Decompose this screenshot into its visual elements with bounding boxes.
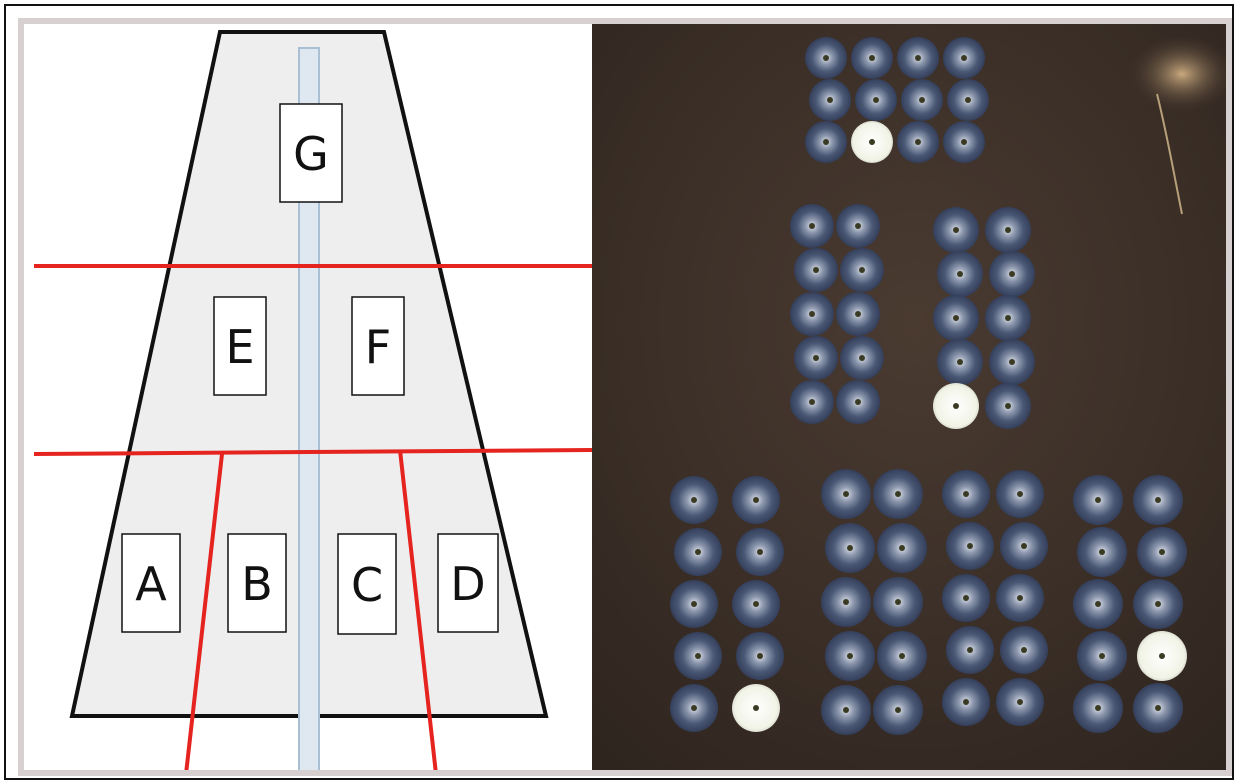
apple-core — [757, 549, 763, 555]
apple-core — [1005, 315, 1011, 321]
apple-core — [1159, 653, 1165, 659]
apple-core — [691, 601, 697, 607]
apple-core — [953, 315, 959, 321]
apple-core — [967, 543, 973, 549]
apple-core — [823, 55, 829, 61]
zone-e-label-box: E — [214, 297, 266, 395]
apple-core — [961, 139, 967, 145]
figure-inner-border: G E F A B C D — [18, 18, 1232, 776]
zone-d-label: D — [450, 557, 485, 611]
apple-core — [895, 599, 901, 605]
apple-core — [691, 497, 697, 503]
zone-d-label-box: D — [438, 534, 498, 632]
apple-core — [1017, 491, 1023, 497]
zone-e-label: E — [225, 320, 254, 374]
apple-core — [753, 601, 759, 607]
apple-core — [855, 399, 861, 405]
apple-core — [843, 707, 849, 713]
apple-core — [953, 227, 959, 233]
zone-b-label-box: B — [228, 534, 286, 632]
zone-g-label: G — [293, 127, 329, 181]
apple-core — [809, 399, 815, 405]
apple-core — [1005, 403, 1011, 409]
apple-core — [855, 223, 861, 229]
apple-core — [847, 653, 853, 659]
zone-g-label-box: G — [280, 104, 342, 202]
apple-core — [1009, 271, 1015, 277]
apple-core — [1155, 705, 1161, 711]
apple-core — [691, 705, 697, 711]
apple-core — [957, 271, 963, 277]
apple-core — [859, 355, 865, 361]
apple-core — [813, 267, 819, 273]
apple-core — [1159, 549, 1165, 555]
apple-core — [873, 97, 879, 103]
apple-cross-section-photo — [592, 24, 1232, 770]
apple-core — [967, 647, 973, 653]
zone-f-label: F — [365, 320, 391, 374]
figure-frame: G E F A B C D — [4, 4, 1234, 780]
apple-core — [753, 705, 759, 711]
apple-core — [915, 139, 921, 145]
plot-layout-diagram: G E F A B C D — [24, 24, 592, 770]
apple-core — [1021, 647, 1027, 653]
apple-core — [1021, 543, 1027, 549]
apple-core — [895, 707, 901, 713]
apple-core — [695, 549, 701, 555]
apple-core — [813, 355, 819, 361]
apple-core — [1005, 227, 1011, 233]
zone-b-label: B — [241, 557, 273, 611]
apple-core — [869, 55, 875, 61]
apple-core — [963, 595, 969, 601]
apple-core — [1099, 549, 1105, 555]
apple-core — [1017, 595, 1023, 601]
apple-core — [847, 545, 853, 551]
apple-core — [1155, 497, 1161, 503]
apple-core — [869, 139, 875, 145]
apple-core — [695, 653, 701, 659]
apple-core — [957, 359, 963, 365]
apple-core — [899, 653, 905, 659]
apple-core — [809, 223, 815, 229]
apple-core — [915, 55, 921, 61]
apple-core — [965, 97, 971, 103]
apple-core — [953, 403, 959, 409]
apple-core — [757, 653, 763, 659]
apple-core — [1095, 601, 1101, 607]
apple-core — [919, 97, 925, 103]
zone-c-label: C — [351, 558, 383, 612]
apple-core — [963, 699, 969, 705]
apple-core — [855, 311, 861, 317]
apple-core — [843, 491, 849, 497]
zone-f-label-box: F — [352, 297, 404, 395]
apple-core — [1095, 705, 1101, 711]
apple-core — [1155, 601, 1161, 607]
zone-c-label-box: C — [338, 534, 396, 634]
apple-core — [843, 599, 849, 605]
apple-core — [809, 311, 815, 317]
apple-core — [827, 97, 833, 103]
apple-core — [1009, 359, 1015, 365]
apple-core — [1017, 699, 1023, 705]
apple-core — [753, 497, 759, 503]
apple-core — [899, 545, 905, 551]
apple-core — [1095, 497, 1101, 503]
apple-core — [961, 55, 967, 61]
apple-core — [823, 139, 829, 145]
zone-a-label: A — [135, 557, 167, 611]
apple-core — [963, 491, 969, 497]
apple-core — [859, 267, 865, 273]
apple-core — [895, 491, 901, 497]
zone-a-label-box: A — [122, 534, 180, 632]
apple-core — [1099, 653, 1105, 659]
straw-patch — [1127, 34, 1232, 114]
